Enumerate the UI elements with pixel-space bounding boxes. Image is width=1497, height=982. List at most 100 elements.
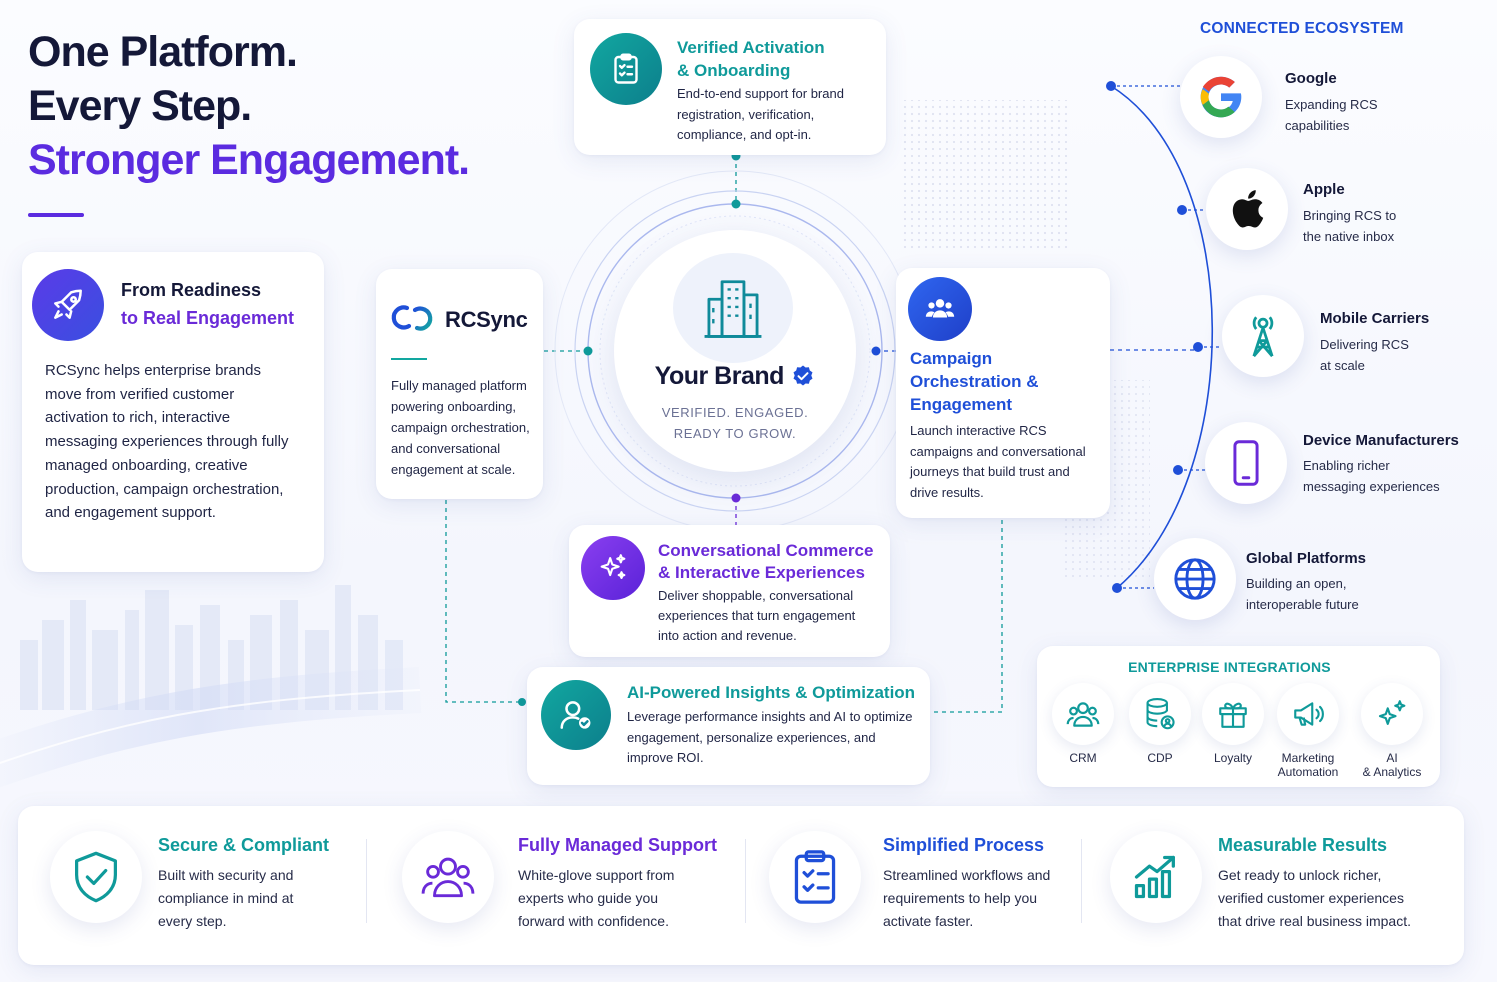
integration-ai-label-1: AI — [1386, 751, 1398, 765]
feature-separator — [1081, 839, 1082, 923]
feature-secure-title: Secure & Compliant — [158, 835, 330, 855]
activation-title-1: Verified Activation — [677, 38, 825, 57]
readiness-body: RCSync helps enterprise brands move from… — [45, 362, 289, 522]
readiness-title-1: From Readiness — [121, 280, 262, 300]
feature-secure-line2: compliance in mind at — [158, 890, 294, 906]
hero-underline — [28, 213, 84, 217]
eco-apple-name: Apple — [1303, 181, 1345, 198]
rocket-icon — [32, 269, 104, 341]
clipboard-check-icon — [590, 33, 662, 105]
brand-tagline-1: VERIFIED. ENGAGED. — [661, 405, 809, 420]
integration-marketing-label-1: Marketing — [1281, 751, 1335, 765]
campaign-title-1: Campaign — [910, 349, 993, 368]
feature-secure-line1: Built with security and — [158, 867, 294, 883]
eco-devices-name: Device Manufacturers — [1303, 432, 1459, 449]
team-icon — [402, 831, 494, 923]
integration-crm: CRM — [1045, 683, 1121, 765]
feature-results-line2: verified customer experiences — [1218, 890, 1404, 906]
integration-ai-label-2: & Analytics — [1362, 765, 1422, 779]
activation-title-2: & Onboarding — [677, 61, 791, 80]
insights-title: AI-Powered Insights & Optimization — [627, 683, 916, 702]
commerce-card: Conversational Commerce & Interactive Ex… — [569, 525, 890, 657]
feature-support-line3: forward with confidence. — [518, 913, 669, 929]
ecosystem-heading: CONNECTED ECOSYSTEM — [1200, 20, 1404, 37]
feature-separator — [366, 839, 367, 923]
eco-devices-line1: Enabling richer — [1303, 458, 1390, 473]
integration-crm-label: CRM — [1069, 751, 1097, 765]
feature-secure-line3: every step. — [158, 913, 227, 929]
insights-card: AI-Powered Insights & Optimization Lever… — [527, 667, 930, 785]
checklist-icon — [769, 831, 861, 923]
feature-simplified-line3: activate faster. — [883, 913, 974, 929]
rcsync-logo-text: RCSync — [445, 307, 528, 332]
insights-body: Leverage performance insights and AI to … — [627, 709, 913, 765]
integration-loyalty-label: Loyalty — [1213, 751, 1253, 765]
hero-title: One Platform. Every Step. Stronger Engag… — [28, 25, 470, 187]
readiness-title-2: to Real Engagement — [121, 308, 295, 328]
feature-simplified-line1: Streamlined workflows and — [883, 867, 1051, 883]
rcsync-logo-icon — [391, 305, 433, 331]
megaphone-icon — [1277, 683, 1339, 745]
brand-name: Your Brand — [654, 362, 785, 390]
eco-google-line1: Expanding RCS — [1285, 97, 1378, 112]
verified-badge-icon — [793, 365, 813, 386]
integration-loyalty: Loyalty — [1195, 683, 1271, 765]
rcsync-card: RCSync Fully managed platform powering o… — [376, 269, 543, 499]
database-icon — [1129, 683, 1191, 745]
user-check-icon — [541, 680, 611, 750]
features-bar: Secure & Compliant Built with security a… — [18, 806, 1464, 965]
campaign-title-2: Orchestration & — [910, 372, 1039, 391]
eco-apple-line2: the native inbox — [1303, 229, 1395, 244]
hero-line-3: Stronger Engagement. — [28, 136, 470, 184]
integration-marketing-label-2: Automation — [1277, 765, 1339, 779]
rcsync-body: Fully managed platform powering onboardi… — [391, 378, 530, 477]
integration-ai: AI & Analytics — [1354, 683, 1430, 779]
building-icon — [673, 253, 793, 363]
chart-growth-icon — [1110, 831, 1202, 923]
group-icon — [908, 277, 972, 341]
brand-tagline-2: READY TO GROW. — [673, 426, 797, 441]
apple-icon — [1206, 168, 1288, 250]
sparkles-icon — [581, 536, 645, 600]
rcsync-divider — [391, 358, 427, 360]
shield-check-icon — [50, 831, 142, 923]
commerce-title-1: Conversational Commerce — [658, 541, 874, 560]
users-icon — [1052, 683, 1114, 745]
eco-devices-line2: messaging experiences — [1303, 479, 1440, 494]
integration-marketing: Marketing Automation — [1270, 683, 1346, 779]
sparkle-icon — [1361, 683, 1423, 745]
globe-icon — [1154, 538, 1236, 620]
hero-line-2: Every Step. — [28, 82, 252, 130]
commerce-body: Deliver shoppable, conversational experi… — [658, 588, 856, 643]
readiness-card: From Readiness to Real Engagement RCSync… — [22, 252, 324, 572]
feature-support-line1: White-glove support from — [518, 867, 675, 883]
feature-simplified-title: Simplified Process — [883, 835, 1045, 855]
activation-card: Verified Activation & Onboarding End-to-… — [574, 19, 886, 155]
campaign-card: Campaign Orchestration & Engagement Laun… — [896, 268, 1110, 518]
integration-cdp-label: CDP — [1147, 751, 1173, 765]
campaign-body: Launch interactive RCS campaigns and con… — [910, 423, 1086, 500]
feature-separator — [745, 839, 746, 923]
feature-results-line3: that drive real business impact. — [1218, 913, 1411, 929]
tower-icon — [1222, 295, 1304, 377]
eco-carriers-name: Mobile Carriers — [1320, 310, 1430, 327]
eco-apple-line1: Bringing RCS to — [1303, 208, 1397, 223]
eco-global-line2: interoperable future — [1246, 597, 1359, 612]
feature-simplified-line2: requirements to help you — [883, 890, 1038, 906]
eco-carriers-line1: Delivering RCS — [1320, 337, 1409, 352]
brand-name-row: Your Brand — [614, 362, 856, 391]
phone-icon — [1205, 422, 1287, 504]
google-icon — [1180, 56, 1262, 138]
activation-body: End-to-end support for brand registratio… — [677, 86, 844, 142]
commerce-title-2: & Interactive Experiences — [658, 563, 865, 582]
integrations-heading: ENTERPRISE INTEGRATIONS — [1128, 659, 1331, 675]
eco-global-line1: Building an open, — [1246, 576, 1347, 591]
feature-results-line1: Get ready to unlock richer, — [1218, 867, 1382, 883]
eco-carriers-line2: at scale — [1320, 358, 1365, 373]
eco-global-name: Global Platforms — [1246, 550, 1367, 567]
integration-cdp: CDP — [1122, 683, 1198, 765]
campaign-title-3: Engagement — [910, 395, 1013, 414]
integrations-card: ENTERPRISE INTEGRATIONS CRM CDP — [1037, 646, 1440, 787]
